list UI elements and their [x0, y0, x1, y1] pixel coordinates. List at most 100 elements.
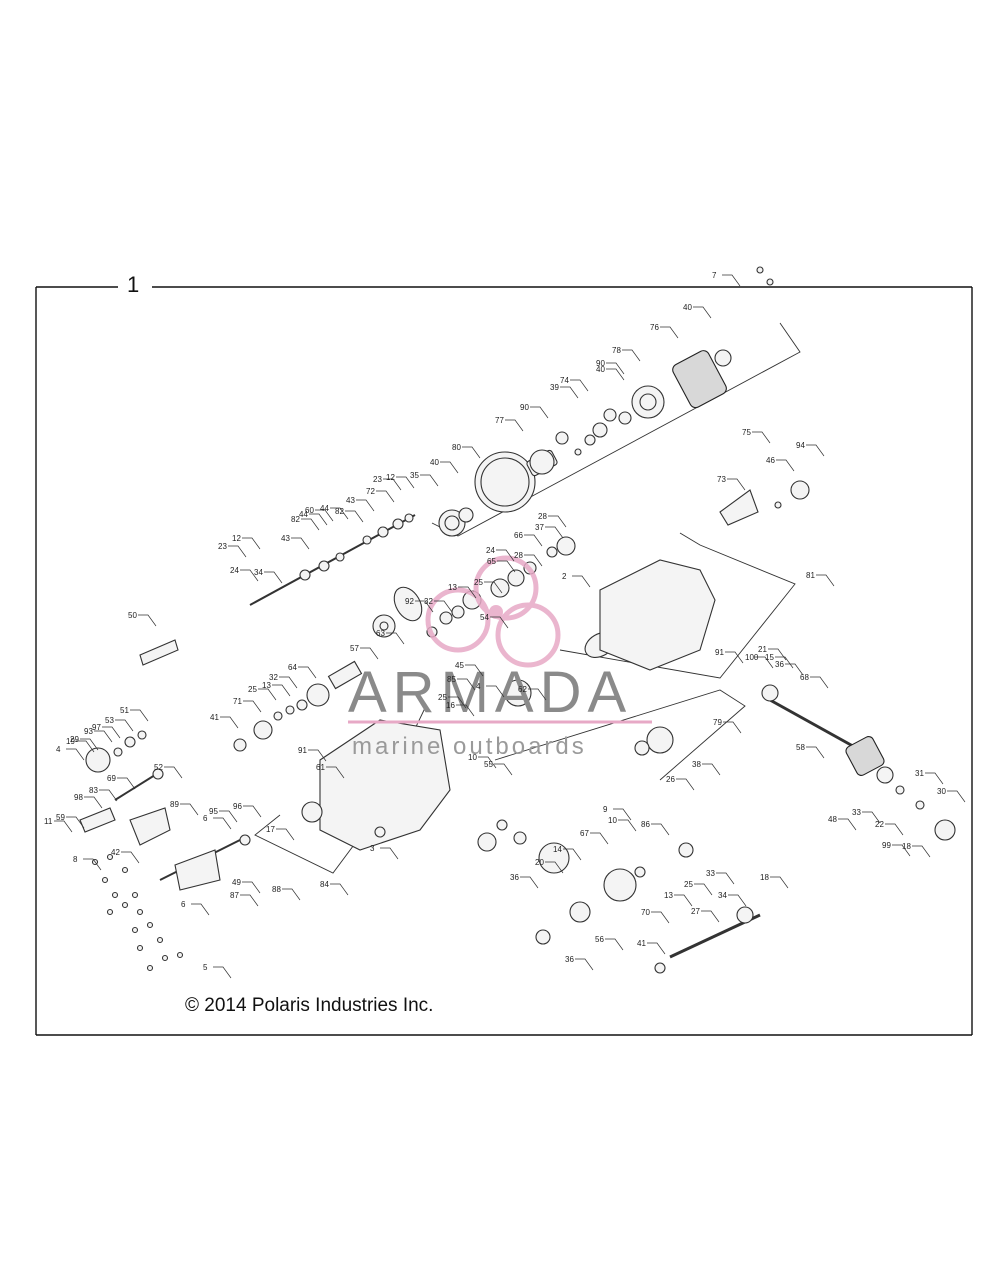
callout-leader [885, 823, 904, 836]
callout-leader [694, 883, 713, 896]
callout-leader [84, 796, 103, 809]
callout-13: 13 [448, 583, 477, 599]
callout-label: 9 [603, 805, 608, 814]
callout-leader [545, 526, 564, 539]
callout-79: 79 [713, 718, 742, 734]
callout-45: 45 [455, 661, 484, 677]
callout-84: 84 [320, 880, 349, 896]
callout-label: 40 [596, 365, 605, 374]
callout-label: 71 [233, 697, 242, 706]
callout-98: 98 [74, 793, 103, 809]
callout-40: 40 [596, 365, 625, 381]
callout-label: 58 [796, 743, 805, 752]
callout-66: 66 [514, 531, 543, 547]
callout-leader [770, 876, 789, 889]
callout-label: 57 [350, 644, 359, 653]
callout-64: 64 [288, 663, 317, 679]
callout-label: 97 [92, 723, 101, 732]
callout-leader [130, 709, 149, 722]
callout-13: 13 [664, 891, 693, 907]
callout-leader [243, 805, 262, 818]
callout-59: 59 [56, 813, 85, 829]
callout-label: 46 [766, 456, 775, 465]
callout-leader [838, 818, 857, 831]
callout-label: 92 [405, 597, 414, 606]
callout-label: 26 [666, 775, 675, 784]
callout-leader [242, 881, 261, 894]
callout-leader [524, 554, 543, 567]
callout-leader [272, 684, 291, 697]
callout-label: 89 [170, 800, 179, 809]
callout-label: 32 [424, 597, 433, 606]
callout-label: 98 [74, 793, 83, 802]
callout-90: 90 [596, 359, 625, 375]
callout-label: 54 [480, 613, 489, 622]
callout-leader [465, 664, 484, 677]
callout-label: 13 [448, 583, 457, 592]
callout-label: 63 [376, 629, 385, 638]
callout-label: 86 [641, 820, 650, 829]
output-shaft [761, 684, 956, 841]
callout-6: 6 [181, 900, 210, 916]
callout-leader [505, 419, 524, 432]
callout-12: 12 [232, 534, 261, 550]
callout-label: 76 [650, 323, 659, 332]
callout-label: 48 [828, 815, 837, 824]
callout-leader [484, 581, 503, 594]
callout-label: 65 [487, 557, 496, 566]
callout-label: 61 [316, 763, 325, 772]
callout-leader [243, 700, 262, 713]
callout-40: 40 [683, 303, 712, 319]
callout-8: 8 [73, 855, 102, 871]
callout-label: 78 [612, 346, 621, 355]
callout-leader [676, 778, 695, 791]
callout-20: 20 [535, 858, 564, 874]
callout-leader [298, 666, 317, 679]
callout-61: 61 [316, 763, 345, 779]
callout-leader [862, 811, 881, 824]
callout-label: 68 [800, 673, 809, 682]
callout-label: 29 [70, 735, 79, 744]
callout-leader [806, 444, 825, 457]
callout-leader [497, 560, 516, 573]
callout-leader [925, 772, 944, 785]
callout-label: 25 [248, 685, 257, 694]
callout-leader [80, 738, 99, 751]
callout-leader [548, 515, 567, 528]
callout-label: 23 [373, 475, 382, 484]
callout-leader [912, 845, 931, 858]
transmission-housing [301, 559, 716, 851]
callout-leader [947, 790, 966, 803]
callout-label: 6 [203, 814, 208, 823]
callout-label: 90 [596, 359, 605, 368]
callout-label: 91 [715, 648, 724, 657]
callout-leader [776, 459, 795, 472]
callout-leader [606, 368, 625, 381]
callout-70: 70 [641, 908, 670, 924]
callout-leader [117, 777, 136, 790]
callout-90: 90 [520, 403, 549, 419]
callout-82: 82 [291, 515, 320, 531]
callout-leader [164, 766, 183, 779]
callout-77: 77 [495, 416, 524, 432]
callout-leader [647, 942, 666, 955]
callout-leader [301, 518, 320, 531]
callout-18: 18 [760, 873, 789, 889]
callout-leader [258, 688, 277, 701]
callout-label: 41 [637, 939, 646, 948]
callout-leader [716, 872, 735, 885]
callout-label: 77 [495, 416, 504, 425]
callout-label: 10 [468, 753, 477, 762]
callout-label: 73 [717, 475, 726, 484]
callout-label: 93 [84, 727, 93, 736]
callout-leader [816, 574, 835, 587]
callout-4: 4 [476, 682, 505, 698]
callout-10: 10 [468, 753, 497, 769]
callout-31: 31 [915, 769, 944, 785]
callout-label: 100 [745, 653, 759, 662]
callout-43: 43 [346, 496, 375, 512]
callout-leader [121, 851, 140, 864]
callout-43: 43 [281, 534, 310, 550]
callout-leader [102, 726, 121, 739]
